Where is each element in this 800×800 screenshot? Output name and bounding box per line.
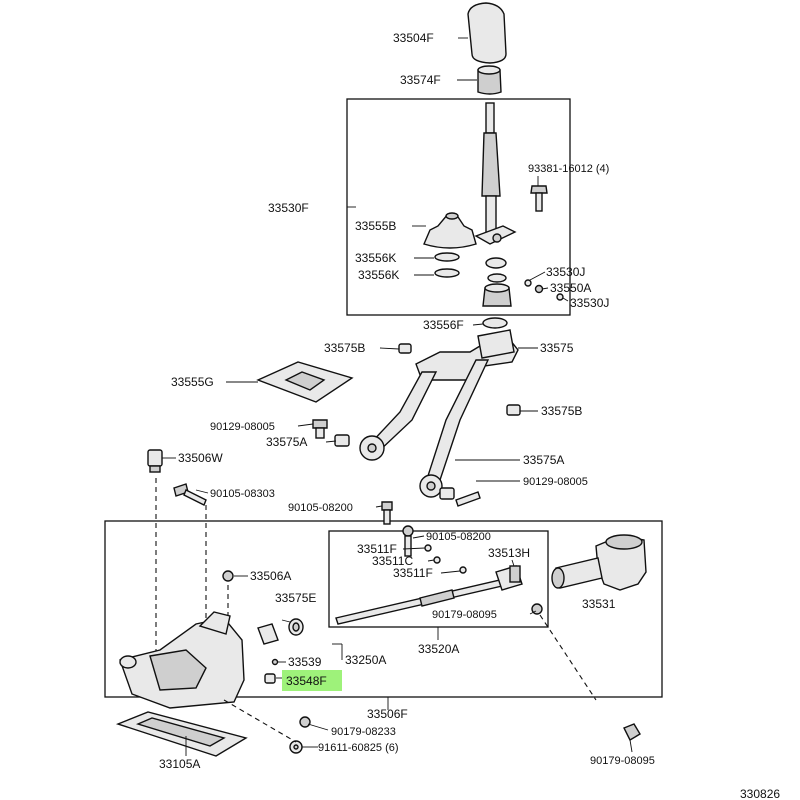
retainer-plate-icon (256, 361, 354, 403)
shaft-assembly-frame (328, 530, 549, 628)
bolt-bottom-right-icon (623, 723, 641, 741)
label-ring-2: 33556K (358, 268, 399, 282)
boot-icon (423, 212, 477, 249)
shift-housing-icon (551, 534, 647, 591)
label-bolt-left-lower: 90105-08303 (210, 488, 275, 500)
lever-513h-icon (509, 565, 521, 583)
bushing-right-icon (506, 404, 521, 416)
label-shaft-520a: 33520A (418, 642, 459, 656)
label-clip-1: 33530J (546, 265, 585, 279)
shift-shaft (335, 565, 523, 625)
label-bushing-upper: 33575B (324, 341, 365, 355)
label-ring-511c: 33511C (372, 554, 413, 568)
bolt-left-lower-icon (173, 483, 207, 506)
label-ring-511f-1: 33511F (357, 542, 397, 556)
label-knob-collar: 33574F (400, 73, 441, 87)
label-washer-611: 91611-60825 (6) (318, 742, 399, 754)
label-ring-1: 33556K (355, 251, 396, 265)
label-boot: 33555B (355, 219, 396, 233)
shift-bracket (359, 329, 519, 498)
bolt-center-icon (381, 501, 393, 525)
label-seat-ring: 33556F (423, 318, 464, 332)
plug-icon (147, 449, 163, 473)
bushing-left-icon (334, 434, 350, 447)
ring-511f-2-icon (459, 566, 467, 574)
label-plug: 33506W (178, 451, 223, 465)
shift-knob (467, 2, 507, 64)
label-ball-539: 33539 (288, 655, 322, 669)
label-lever-assy: 33530F (268, 201, 309, 215)
bolt-left-upper-icon (312, 419, 328, 439)
cap-548f-icon (264, 673, 276, 684)
label-ring-511f-2: 33511F (393, 566, 433, 580)
bolt-right-lower-icon (455, 491, 481, 507)
part-labels: 33504F 33574F 93381-16012 (4) 33530F 335… (159, 31, 780, 800)
ring-511f-1-icon (424, 544, 432, 552)
label-bolt-shaft: 90179-08095 (432, 609, 497, 621)
bolt-233-icon (299, 716, 311, 728)
label-knob: 33504F (393, 31, 434, 45)
label-clip-2: 33530J (570, 296, 609, 310)
bolt-inner-icon (402, 525, 414, 557)
gasket-105a-icon (115, 711, 248, 757)
label-bolt-233: 90179-08233 (331, 726, 396, 738)
label-bracket: 33575 (540, 341, 574, 355)
lever-mount-plate (474, 225, 517, 245)
shift-lever-rod (481, 102, 501, 235)
washer-611-icon (289, 740, 303, 754)
leader-lines (162, 37, 633, 756)
ring-2-icon (434, 268, 460, 278)
label-bolt-506a: 33506A (250, 569, 291, 583)
label-bolt-left-upper: 90129-08005 (210, 421, 275, 433)
label-housing-531: 33531 (582, 597, 616, 611)
knob-collar (477, 65, 502, 95)
ball-539-icon (271, 658, 279, 666)
highlight-33548f (282, 670, 342, 691)
bolt-top-icon (530, 185, 548, 212)
case-bolt-axis (223, 699, 297, 743)
bushing-upper-icon (398, 343, 412, 354)
bushing-right-lower-icon (439, 487, 455, 500)
label-bolt-top: 93381-16012 (4) (528, 163, 609, 175)
label-bolt-inner: 90105-08200 (426, 531, 491, 543)
label-retainer-plate: 33555G (171, 375, 214, 389)
label-pin: 33550A (550, 281, 591, 295)
bolt-506a-icon (222, 570, 234, 582)
case-506f-icon (119, 611, 245, 709)
collar-icon (257, 623, 279, 645)
ring-1-icon (434, 252, 460, 262)
label-bolt-right-lower: 90129-08005 (523, 476, 588, 488)
label-gasket-105a: 33105A (159, 757, 200, 771)
ring-511c-icon (433, 556, 441, 564)
shaft-axis (539, 614, 597, 701)
label-seal-575e: 33575E (275, 591, 316, 605)
seal-575e-icon (288, 618, 304, 636)
label-cap-548f: 33548F (286, 674, 327, 688)
label-lever-513h: 33513H (488, 546, 530, 560)
label-bolt-bottom-right: 90179-08095 (590, 755, 655, 767)
label-bushing-right-lower: 33575A (523, 453, 564, 467)
label-case-506f: 33506F (367, 707, 408, 721)
diagram-id: 330826 (740, 787, 780, 800)
lever-ball-stack (482, 257, 512, 329)
label-bushing-left: 33575A (266, 435, 307, 449)
label-bushing-right: 33575B (541, 404, 582, 418)
label-bolt-center: 90105-08200 (288, 502, 353, 514)
label-spring-250a: 33250A (345, 653, 386, 667)
